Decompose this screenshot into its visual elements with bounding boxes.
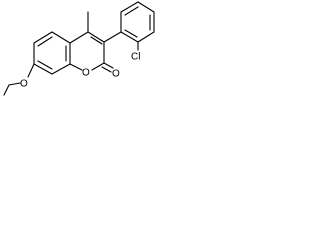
bond-ethyl-ch2: [8, 82, 21, 86]
pyranone-ring: [69, 31, 105, 71]
bond-ethyl-ch3: [3, 84, 10, 96]
chlorine-label: Cl: [131, 52, 140, 63]
chlorophenyl-ring: [103, 1, 155, 43]
carbonyl-group: [101, 62, 114, 73]
ethoxy-group: [3, 63, 35, 96]
ring-oxygen-label: O: [82, 68, 90, 79]
ether-oxygen-label: O: [20, 79, 28, 90]
bond-ether-o-ring: [27, 63, 35, 78]
chemical-structure: O O O Cl: [3, 1, 155, 96]
carbonyl-oxygen-label: O: [112, 69, 120, 80]
benzo-ring: [33, 31, 71, 75]
